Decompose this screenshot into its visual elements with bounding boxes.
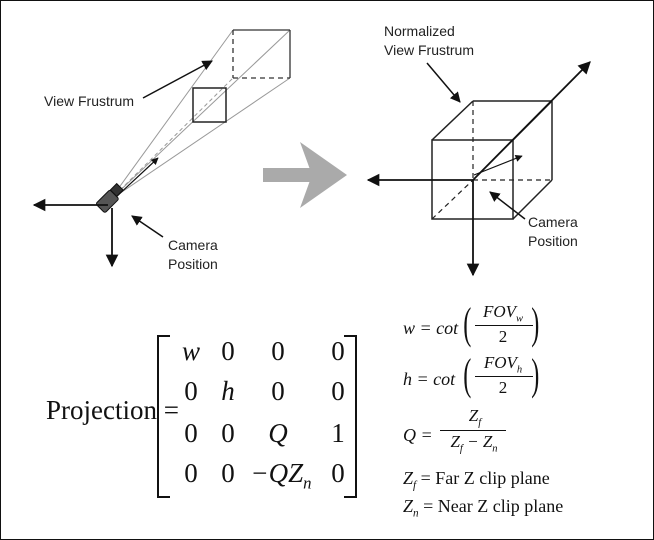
- h-denominator: 2: [498, 378, 508, 397]
- matrix-cell-3-1: 0: [221, 458, 235, 488]
- q-definition: Q =: [403, 425, 433, 445]
- matrix-cell-3-3: 0: [331, 458, 345, 488]
- matrix-cell-2-3: 1: [331, 418, 345, 448]
- h-numerator: FOVh: [483, 353, 523, 376]
- q-fraction-bar: [440, 430, 506, 431]
- zf-definition: Zf = Far Z clip plane: [403, 468, 550, 492]
- w-fraction-bar: [475, 325, 533, 326]
- q-denominator: Zf − Zn: [450, 432, 498, 455]
- w-definition: w = cot: [403, 318, 459, 338]
- matrix-cell-2-1: 0: [221, 418, 235, 448]
- w-paren-left: (: [463, 299, 472, 348]
- matrix-cell-3-2: −QZn: [250, 458, 312, 493]
- normalized-label: Normalized: [384, 23, 455, 39]
- w-numerator: FOVw: [482, 302, 524, 325]
- h-definition: h = cot: [403, 369, 456, 389]
- w-denominator: 2: [498, 327, 508, 346]
- zn-definition: Zn = Near Z clip plane: [403, 496, 564, 520]
- right-view-axis: [473, 155, 523, 176]
- position-label-left: Position: [168, 256, 218, 272]
- matrix-cell-0-3: 0: [331, 336, 345, 366]
- matrix-cell-0-1: 0: [221, 336, 235, 366]
- normalized-pointer: [426, 62, 461, 103]
- matrix-cell-1-3: 0: [331, 376, 345, 406]
- normalized-frustrum-label: View Frustrum: [384, 42, 474, 58]
- matrix-cell-2-2: Q: [268, 418, 288, 448]
- matrix-brackets: [157, 335, 357, 498]
- right-z-axis: [472, 61, 591, 181]
- view-frustrum-label: View Frustrum: [44, 93, 134, 109]
- right-arrow-icon: [263, 142, 347, 208]
- camera-label-right: Camera: [528, 214, 578, 230]
- matrix-cell-3-0: 0: [184, 458, 198, 488]
- w-paren-right: ): [531, 299, 540, 348]
- matrix-cell-1-1: h: [221, 376, 235, 406]
- projection-label: Projection =: [46, 395, 179, 425]
- matrix-cell-1-2: 0: [271, 376, 285, 406]
- matrix-cell-0-2: 0: [271, 336, 285, 366]
- q-numerator: Zf: [468, 406, 482, 429]
- h-paren-right: ): [531, 350, 540, 399]
- h-fraction-bar: [475, 376, 533, 377]
- camera-pointer-left: [131, 215, 164, 238]
- projection-matrix: w 0 0 0 0 h 0 0 0 0 Q 1 0 0 −QZn 0: [158, 334, 358, 502]
- matrix-cell-0-0: w: [181, 336, 200, 366]
- camera-label-left: Camera: [168, 237, 218, 253]
- camera-icon: [96, 182, 124, 213]
- view-frustrum-pointer: [142, 60, 213, 99]
- matrix-cell-1-0: 0: [184, 376, 198, 406]
- camera-pointer-right: [489, 191, 526, 220]
- matrix-cell-2-0: 0: [184, 418, 198, 448]
- h-paren-left: (: [463, 350, 472, 399]
- position-label-right: Position: [528, 233, 578, 249]
